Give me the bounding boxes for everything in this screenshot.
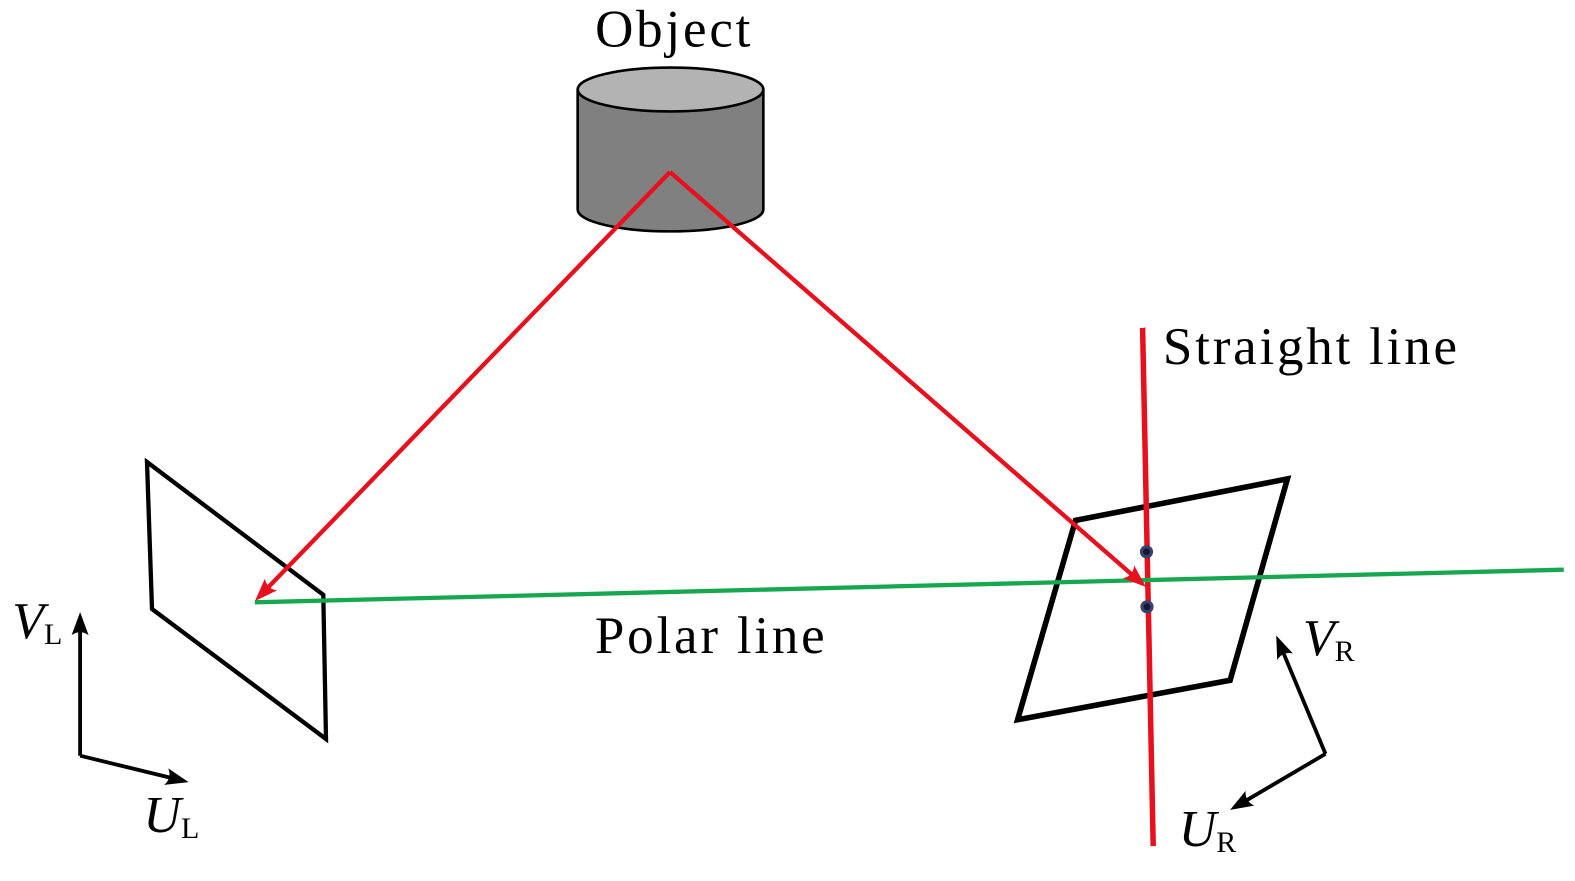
svg-text:VR: VR: [1303, 610, 1355, 668]
svg-text:Polar line: Polar line: [595, 607, 828, 665]
svg-text:Straight line: Straight line: [1163, 318, 1460, 376]
svg-text:UR: UR: [1179, 801, 1237, 859]
svg-text:UL: UL: [143, 787, 199, 845]
svg-text:Object: Object: [595, 0, 753, 58]
svg-text:VL: VL: [12, 593, 62, 651]
